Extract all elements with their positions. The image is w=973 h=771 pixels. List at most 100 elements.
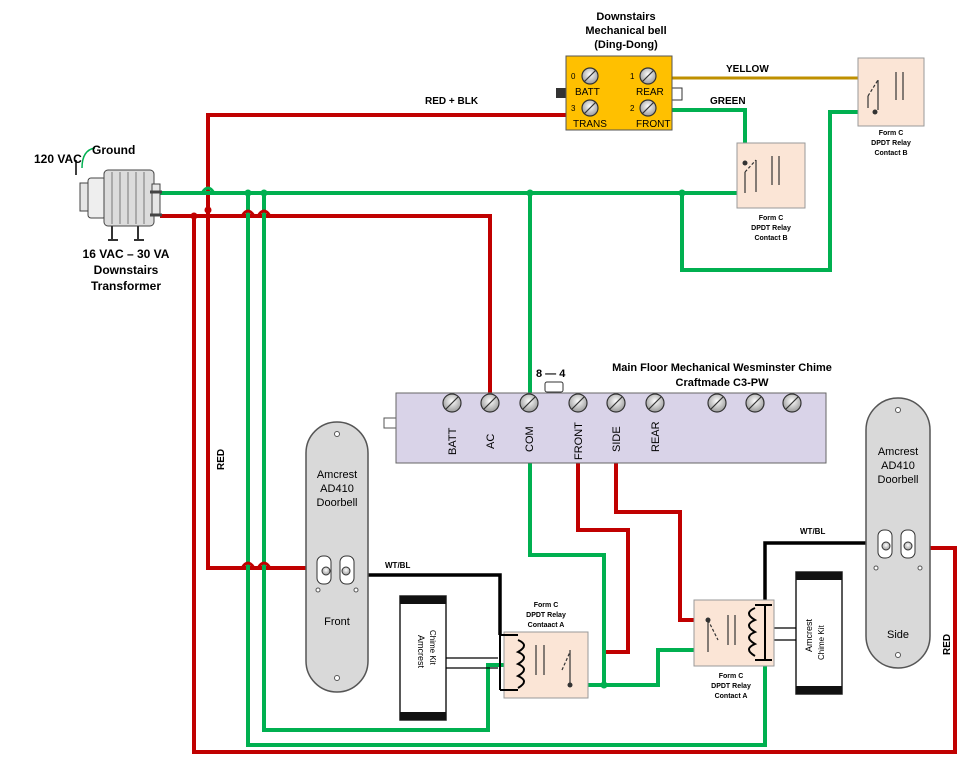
doorbell-brand: Amcrest <box>878 446 918 458</box>
doorbell-brand: Amcrest <box>317 469 357 481</box>
chime-switch <box>544 381 564 393</box>
bell-batt-label: BATT <box>575 87 600 98</box>
red-wire-main-loop <box>192 216 957 754</box>
doorbell-body <box>305 421 369 693</box>
bell-terminal-screws <box>581 67 657 117</box>
bell-body <box>565 55 673 131</box>
transformer-location: Downstairs <box>94 263 159 277</box>
relay-type: Form C <box>534 602 559 609</box>
chime-terminal-rear: REAR <box>650 421 662 452</box>
bell-title-3: (Ding-Dong) <box>594 39 658 51</box>
black-wires <box>348 541 885 635</box>
transformer-rating: 16 VAC – 30 VA <box>83 247 170 261</box>
downstairs-bell: Downstairs Mechanical bell (Ding-Dong) 0… <box>556 11 683 131</box>
wire-junctions <box>244 189 686 689</box>
relay-coil <box>515 639 525 689</box>
relay-model: DPDT Relay <box>711 683 751 690</box>
green-wire-label: GREEN <box>710 96 746 107</box>
chime-terminal-ac: AC <box>485 434 497 449</box>
chime-kit-label: Chime Kit <box>817 625 826 660</box>
main-chime: Main Floor Mechanical Wesminster Chime C… <box>383 362 832 464</box>
black-wire-side <box>763 541 885 605</box>
red-wire-label-left: RED <box>216 449 227 470</box>
relay-middle: Form C DPDT Relay Contact B <box>736 142 806 242</box>
relay-type: Form C <box>719 673 744 680</box>
green-wire-relay-a-side <box>604 648 708 687</box>
wtbl-label-side: WT/BL <box>800 527 825 536</box>
doorbell-position: Front <box>324 616 350 628</box>
relay-body <box>857 57 925 127</box>
doorbell-type: Doorbell <box>317 497 358 509</box>
chime-kit-right: Amcrest Chime Kit <box>772 571 843 695</box>
transformer: Ground 120 VAC 16 VAC – 30 VA Downstairs… <box>34 143 170 293</box>
bell-terminal-2: 2 <box>630 104 635 113</box>
red-wire-label-right: RED <box>942 634 953 655</box>
chime-title-1: Main Floor Mechanical Wesminster Chime <box>612 362 832 374</box>
relay-model: DPDT Relay <box>751 225 791 232</box>
relay-body <box>503 631 589 699</box>
green-wire-com-relay <box>528 402 606 687</box>
bell-terminal-0: 0 <box>571 72 576 81</box>
relay-body <box>693 599 775 667</box>
yellow-wire-label: YELLOW <box>726 64 769 75</box>
wtbl-label-front: WT/BL <box>385 561 410 570</box>
red-wire-front-relay <box>576 402 630 654</box>
black-wire-front <box>348 573 502 635</box>
bell-rear-label: REAR <box>636 87 664 98</box>
yellow-wires <box>650 76 870 96</box>
doorbell-model: AD410 <box>320 483 354 495</box>
chime-kit-left: Amcrest Chime Kit <box>399 595 498 721</box>
doorbell-position: Side <box>887 629 909 641</box>
chime-kit-label: Chime Kit <box>428 630 437 665</box>
red-junctions <box>190 206 212 220</box>
relay-contact: Contact B <box>754 235 787 242</box>
relay-coil <box>748 607 758 657</box>
transformer-name: Transformer <box>91 279 161 293</box>
chime-kit-brand: Amcrest <box>416 635 426 669</box>
relay-type: Form C <box>879 130 904 137</box>
input-voltage-label: 120 VAC <box>34 152 82 166</box>
red-blk-wire-label: RED + BLK <box>425 96 479 107</box>
relay-contact: Contact B <box>874 150 907 157</box>
relay-body <box>736 142 806 209</box>
doorbell-model: AD410 <box>881 460 915 472</box>
red-wire-side-relay <box>614 402 708 622</box>
red-wire-front-doorbell <box>206 210 328 570</box>
front-doorbell: Amcrest AD410 Doorbell Front <box>305 421 369 693</box>
relay-bottom-right: Form C DPDT Relay Contact A <box>693 599 775 700</box>
ground-wire <box>81 147 96 169</box>
yellow-wire-bell-rear <box>650 76 870 96</box>
bell-terminal-3: 3 <box>571 104 576 113</box>
ground-label: Ground <box>92 143 135 157</box>
side-doorbell: Amcrest AD410 Doorbell Side <box>865 397 931 669</box>
chime-left-tab <box>383 417 397 429</box>
relay-type: Form C <box>759 215 784 222</box>
green-wire-relay-loop <box>680 110 875 272</box>
bell-terminal-1: 1 <box>630 72 635 81</box>
red-blk-wire <box>206 113 588 210</box>
relay-top-right: Form C DPDT Relay Contact B <box>857 57 925 157</box>
bell-title-2: Mechanical bell <box>585 25 666 37</box>
chime-terminal-screws <box>442 393 802 413</box>
chime-terminal-side: SIDE <box>611 426 623 452</box>
wire-crossings <box>200 186 272 569</box>
relay-bottom-center: Form C DPDT Relay Contaact A <box>499 602 589 699</box>
green-wires <box>160 108 875 747</box>
green-wire-kit-a <box>246 193 767 747</box>
bell-trans-label: TRANS <box>573 119 607 130</box>
chime-terminal-com: COM <box>524 426 536 452</box>
chime-terminal-batt: BATT <box>447 427 459 455</box>
chime-title-2: Craftmade C3-PW <box>676 377 770 389</box>
relay-contact: Contact A <box>715 693 748 700</box>
green-wire-kit-b <box>262 193 510 732</box>
bell-title-1: Downstairs <box>596 11 655 23</box>
relay-model: DPDT Relay <box>871 140 911 147</box>
doorbell-type: Doorbell <box>878 474 919 486</box>
chime-switch-label: 8 — 4 <box>536 368 566 380</box>
bell-front-label: FRONT <box>636 119 670 130</box>
relay-contact: Contaact A <box>528 622 565 629</box>
chime-terminal-front: FRONT <box>573 422 585 460</box>
bell-left-tab <box>556 88 566 98</box>
